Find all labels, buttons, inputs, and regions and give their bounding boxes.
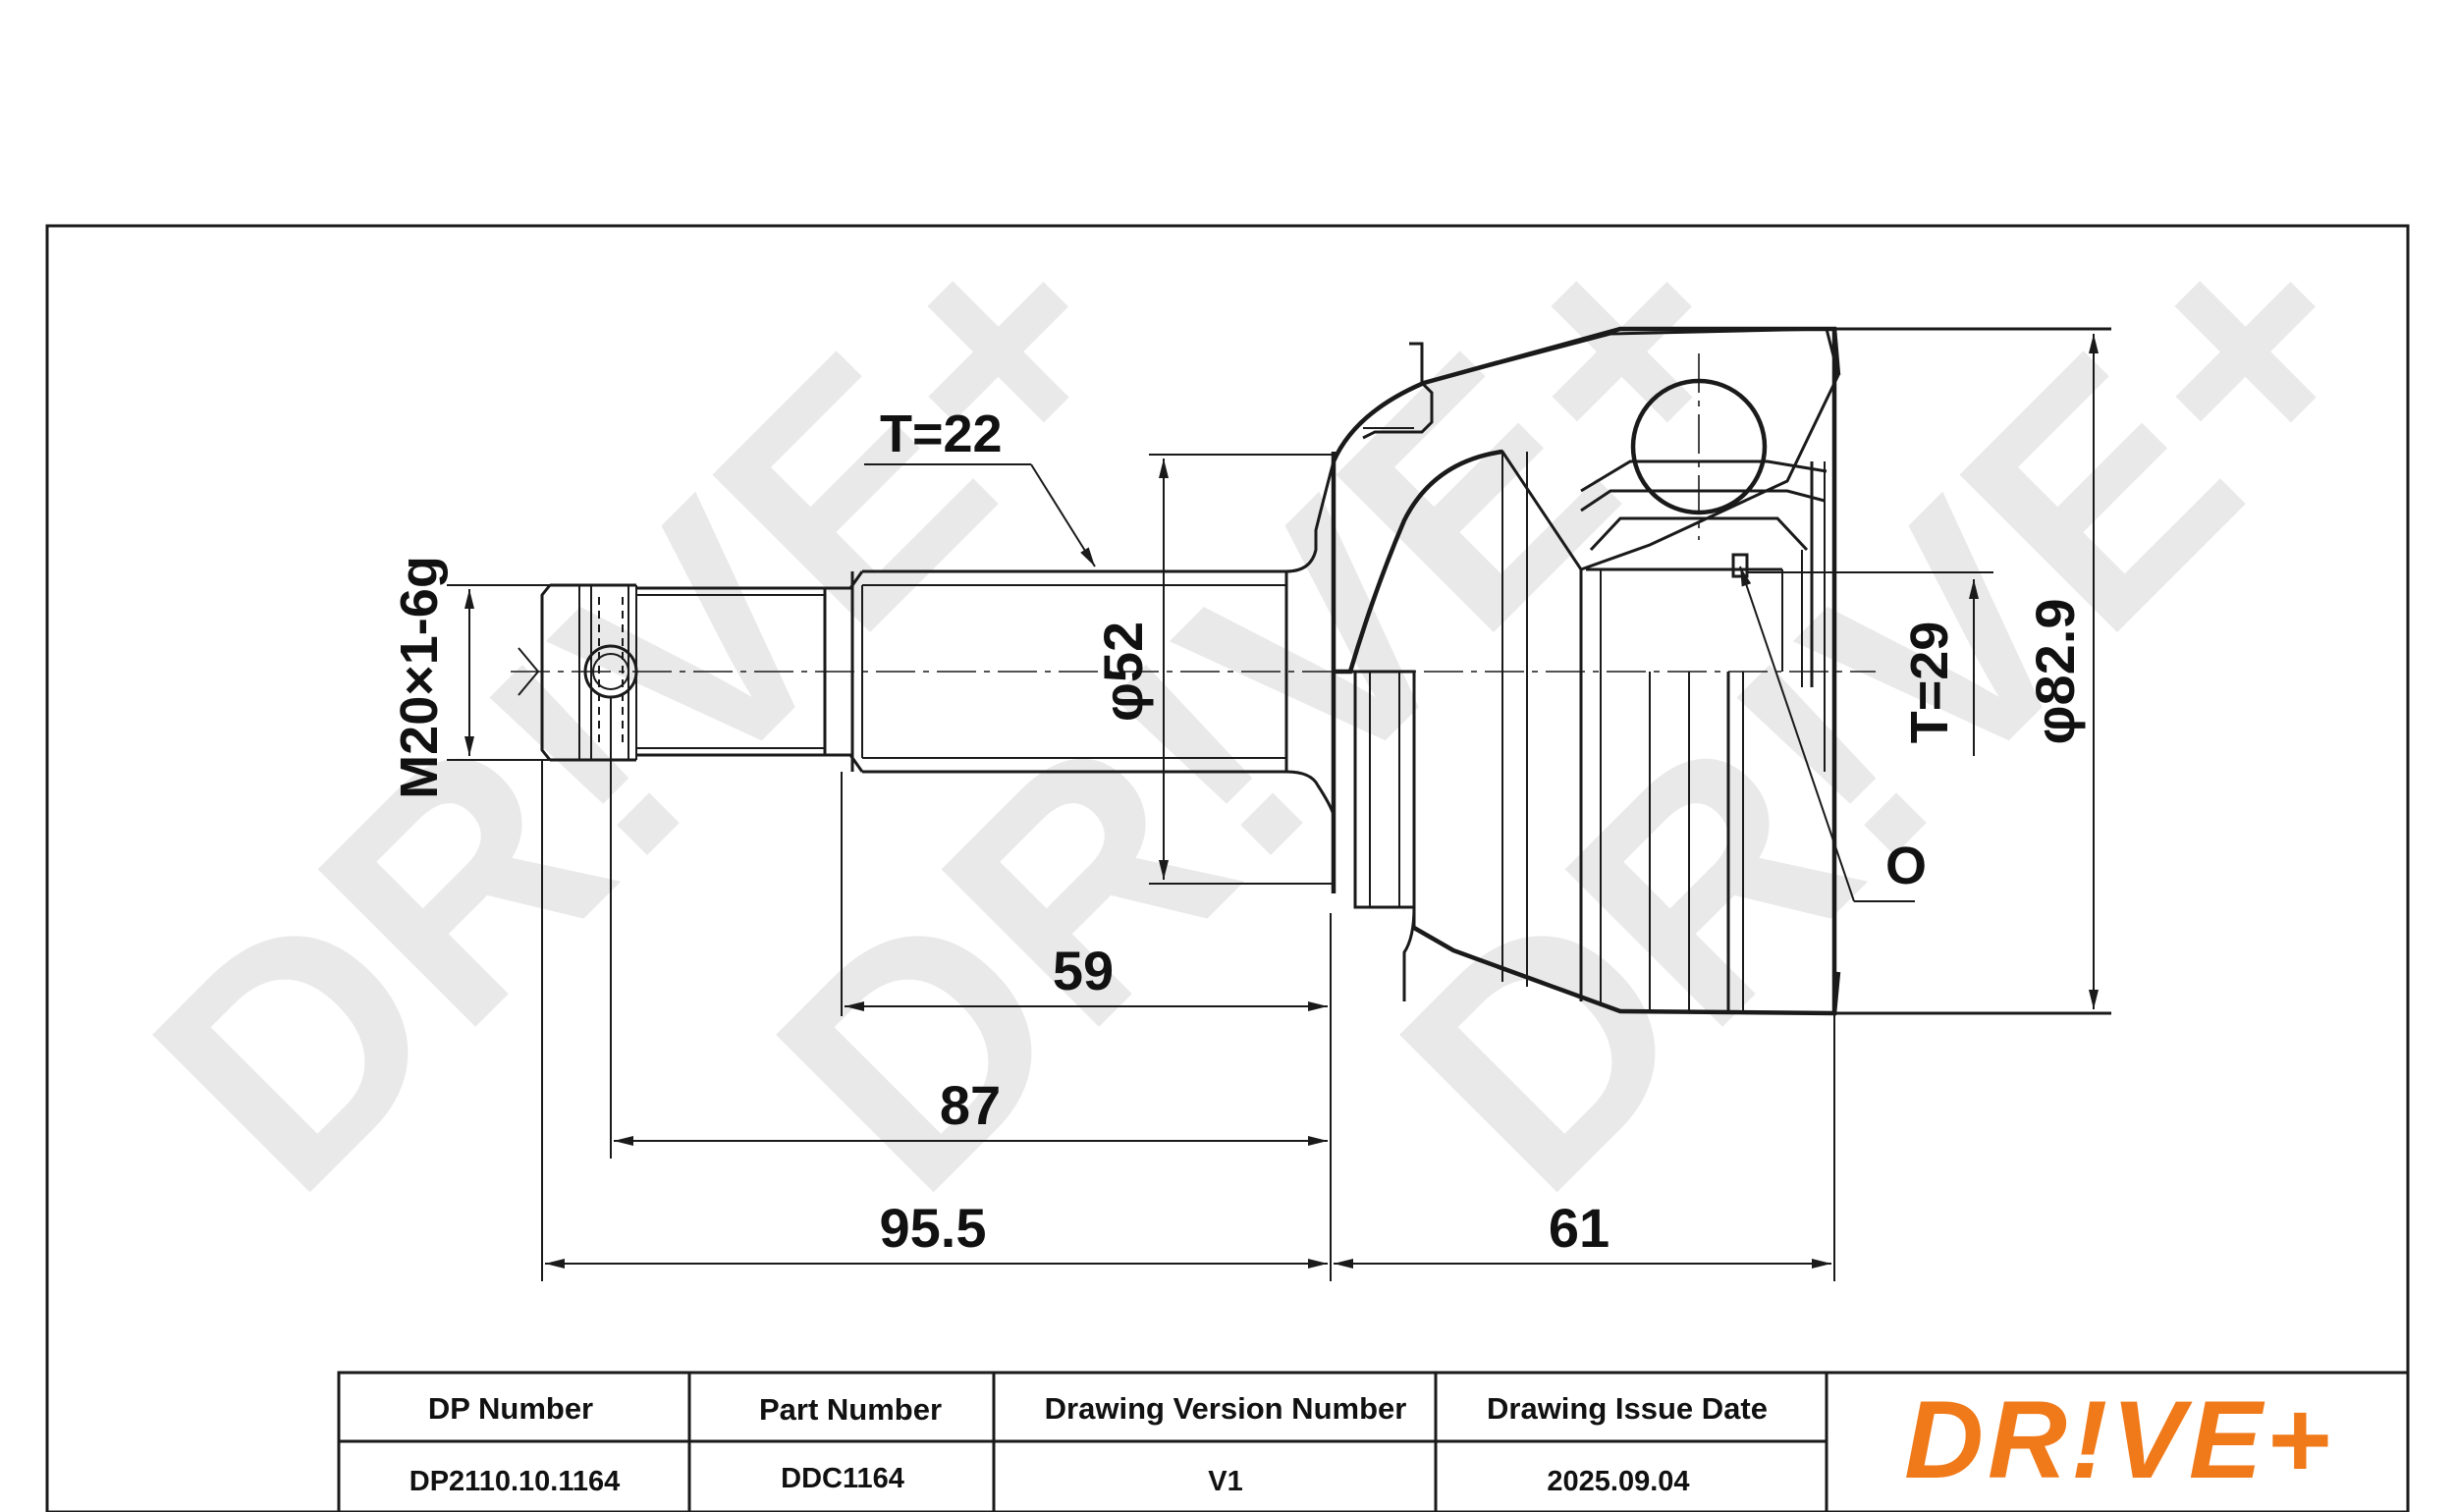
thread-spec-label: M20×1-6g [390, 556, 449, 799]
drawing-frame [45, 224, 2410, 1512]
dimension-t22: T=22 [864, 405, 1096, 567]
dimension-d52: φ52 [1092, 454, 1334, 885]
dimension-d829: φ82.9 [2024, 334, 2099, 1009]
drawing-version-header: Drawing Version Number [1045, 1391, 1407, 1426]
part-number-value: DDC1164 [781, 1463, 904, 1494]
len-61-label: 61 [1549, 1197, 1609, 1259]
title-block: DP Number Part Number Drawing Version Nu… [337, 1371, 2410, 1512]
d829-label: φ82.9 [2024, 598, 2086, 744]
t22-label: T=22 [880, 405, 1003, 463]
dimension-61: 61 [1334, 1013, 1835, 1281]
len-59-label: 59 [1053, 940, 1114, 1001]
dp-number-value: DP2110.10.1164 [409, 1466, 620, 1497]
t29-label: T=29 [1900, 621, 1959, 744]
dp-number-header: DP Number [428, 1391, 593, 1426]
dimension-95-5: 95.5 [541, 760, 1332, 1281]
dimension-87: 87 [610, 697, 1328, 1159]
drawing-issue-date-value: 2025.09.04 [1547, 1466, 1689, 1497]
drawing-version-value: V1 [1208, 1466, 1242, 1497]
o-label: O [1885, 837, 1927, 895]
dimension-t29: T=29 [1747, 571, 1993, 756]
dimension-59: 59 [841, 772, 1332, 1016]
drive-logo-text: DR!VE+ [1904, 1378, 2334, 1501]
len-95-5-label: 95.5 [880, 1197, 987, 1259]
drawing-issue-date-header: Drawing Issue Date [1487, 1391, 1768, 1426]
d52-label: φ52 [1092, 621, 1154, 722]
len-87-label: 87 [940, 1074, 1001, 1136]
cv-joint-outline [511, 326, 2111, 1016]
drive-logo: DR!VE+ [1904, 1378, 2334, 1501]
part-number-header: Part Number [759, 1392, 942, 1427]
dimension-thread: M20×1-6g [390, 556, 550, 799]
dimension-o: O [1739, 566, 1927, 902]
